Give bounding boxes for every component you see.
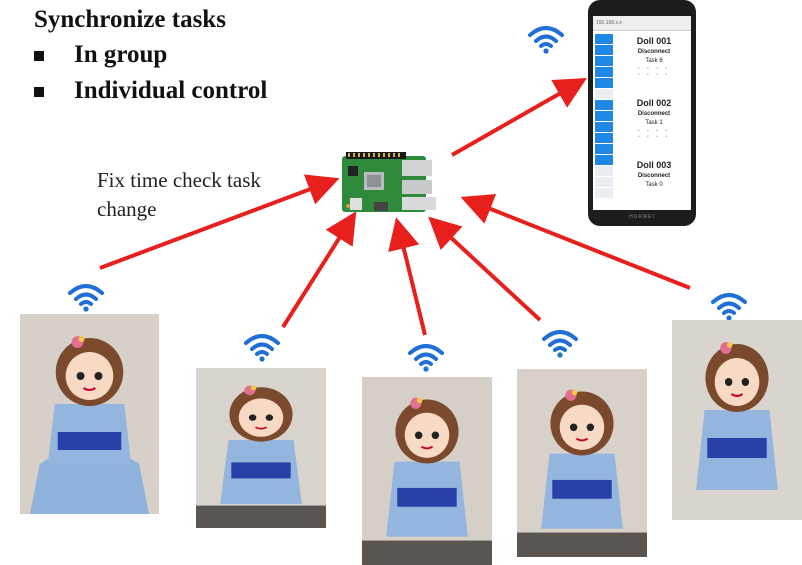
doll-card[interactable]: Doll 002 Disconnect Task 1 • • • •• • • … — [619, 98, 689, 140]
doll-illustration — [672, 320, 802, 520]
doll-photo — [517, 369, 647, 557]
doll-photo — [196, 368, 326, 528]
diagram-title: Synchronize tasks — [34, 6, 226, 33]
doll-photo — [362, 377, 492, 565]
doll-illustration — [20, 314, 159, 514]
phone-screen: 192.168.x.x Doll 001 Disconnect Task 6 •… — [593, 16, 691, 210]
doll-task: Task 0 — [645, 182, 663, 188]
doll-status[interactable]: Disconnect — [637, 111, 671, 117]
bullet-label: In group — [74, 41, 168, 68]
wifi-icon — [711, 293, 747, 321]
note-line-1: Fix time check task — [97, 168, 261, 192]
doll-selector-sidebar — [595, 34, 613, 210]
sidebar-item[interactable] — [595, 100, 613, 110]
doll-illustration — [362, 377, 492, 565]
smartphone: 192.168.x.x Doll 001 Disconnect Task 6 •… — [588, 0, 696, 226]
bullet-label: Individual control — [74, 77, 268, 104]
wifi-icon — [528, 26, 564, 54]
arrow-doll1-to-pi — [99, 174, 340, 270]
sidebar-item[interactable] — [595, 111, 613, 121]
doll-task: Task 1 — [645, 120, 663, 126]
doll-status[interactable]: Disconnect — [637, 49, 671, 55]
wifi-icon — [408, 344, 444, 372]
sidebar-item[interactable] — [595, 155, 613, 165]
sidebar-item[interactable] — [595, 177, 613, 187]
sidebar-item[interactable] — [595, 89, 613, 99]
wifi-icon — [542, 330, 578, 358]
sidebar-item[interactable] — [595, 45, 613, 55]
doll-name: Doll 002 — [636, 98, 672, 108]
arrow-pi-to-phone — [451, 78, 587, 157]
arrow-doll3-to-pi — [388, 217, 427, 336]
sidebar-item[interactable] — [595, 133, 613, 143]
doll-illustration — [196, 368, 326, 528]
raspberry-pi-board — [342, 152, 436, 212]
control-dots: • • • •• • • • — [637, 128, 671, 140]
sidebar-item[interactable] — [595, 78, 613, 88]
bullet-square-icon — [34, 51, 44, 62]
wifi-icon — [68, 284, 104, 312]
doll-card[interactable]: Doll 003 Disconnect Task 0 — [619, 160, 689, 188]
url-bar[interactable]: 192.168.x.x — [593, 16, 691, 31]
bullet-in-group: In group — [34, 41, 167, 69]
sidebar-item[interactable] — [595, 34, 613, 44]
doll-photo — [672, 320, 802, 520]
doll-name: Doll 001 — [636, 36, 672, 46]
doll-card[interactable]: Doll 001 Disconnect Task 6 • • • •• • • … — [619, 36, 689, 78]
arrow-doll2-to-pi — [281, 211, 357, 329]
arrow-doll5-to-pi — [460, 193, 691, 290]
sidebar-item[interactable] — [595, 56, 613, 66]
control-dots: • • • •• • • • — [637, 66, 671, 78]
doll-status[interactable]: Disconnect — [637, 173, 671, 179]
note-line-2: change — [97, 197, 157, 221]
bullet-individual-control: Individual control — [34, 77, 267, 105]
doll-name: Doll 003 — [636, 160, 672, 170]
doll-photo — [20, 314, 159, 514]
doll-task: Task 6 — [645, 58, 663, 64]
wifi-icon — [244, 334, 280, 362]
sidebar-item[interactable] — [595, 166, 613, 176]
phone-brand-logo: HUAWEI — [629, 214, 655, 220]
arrow-doll4-to-pi — [428, 216, 542, 322]
bullet-square-icon — [34, 87, 44, 98]
sidebar-item[interactable] — [595, 144, 613, 154]
fix-time-note: Fix time check task change — [97, 166, 261, 224]
sidebar-item[interactable] — [595, 188, 613, 198]
sidebar-item[interactable] — [595, 122, 613, 132]
sidebar-item[interactable] — [595, 67, 613, 77]
doll-illustration — [517, 369, 647, 557]
